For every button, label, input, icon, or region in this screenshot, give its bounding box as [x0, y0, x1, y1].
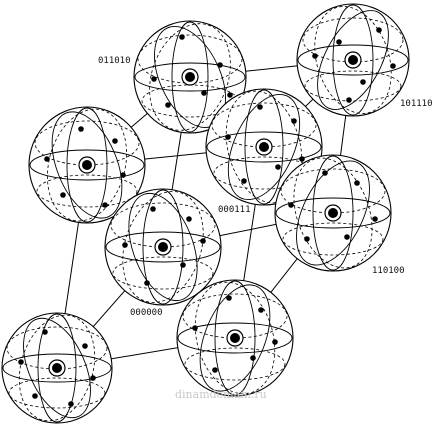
- label-000111: 000111: [218, 205, 251, 215]
- sphere-node: [104, 188, 222, 306]
- sphere-node: [133, 20, 247, 134]
- node-labels: 011010 101110 000111 110100 000000: [98, 56, 433, 318]
- label-000000: 000000: [130, 308, 163, 318]
- watermark: dinamdomain.ru: [175, 388, 267, 401]
- label-011010: 011010: [98, 56, 131, 66]
- label-101110: 101110: [400, 99, 433, 109]
- sphere-node: [1, 312, 113, 424]
- label-110100: 110100: [372, 266, 405, 276]
- sphere-node: [176, 279, 294, 397]
- sphere-node: [296, 3, 410, 117]
- sphere-node: [274, 154, 392, 272]
- sphere-node: [28, 106, 146, 224]
